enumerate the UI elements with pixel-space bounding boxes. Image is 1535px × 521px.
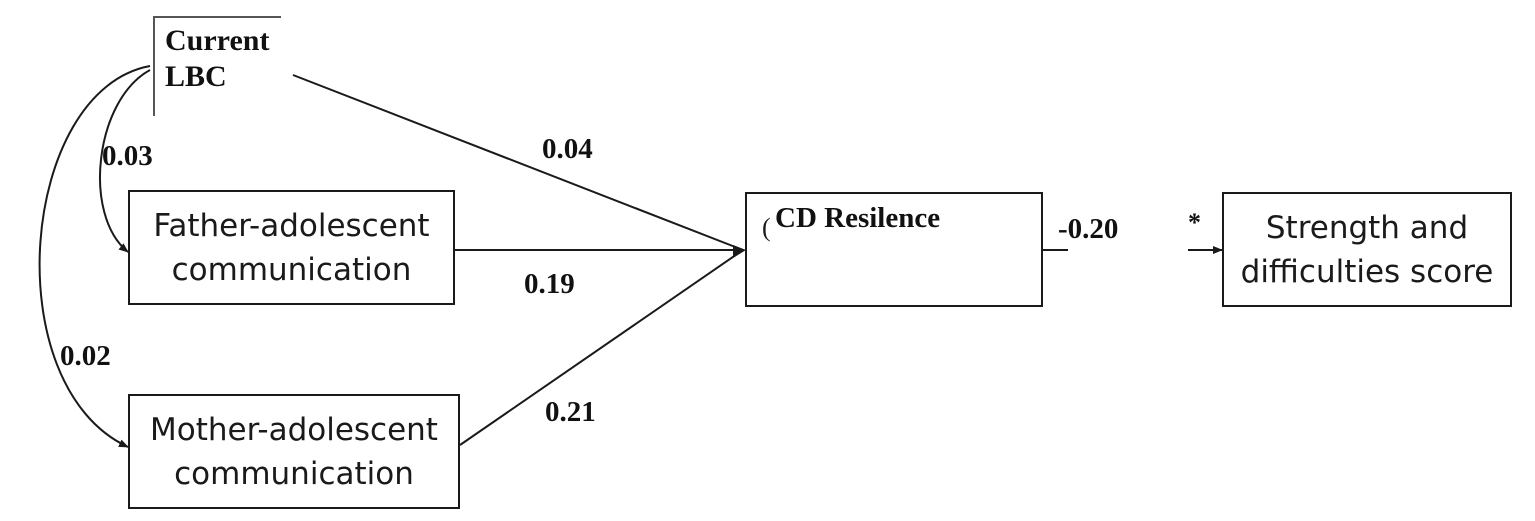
coef-father-resilience: 0.19 xyxy=(524,268,575,300)
sdq-label-line1: Strength and xyxy=(1265,209,1469,246)
father-label-line1: Father-adolescent xyxy=(153,207,430,244)
node-current-lbc: Current LBC xyxy=(153,16,281,116)
sdq-label-line2: difficulties score xyxy=(1240,253,1494,290)
coef-resilience-sdq-significance: * xyxy=(1188,208,1201,237)
node-mother-communication: Mother-adolescent communication xyxy=(128,394,460,509)
mother-label-line2: communication xyxy=(174,455,414,492)
path-mother-to-resilience xyxy=(459,249,744,446)
path-lbc-to-resilience xyxy=(292,74,744,251)
node-father-communication: Father-adolescent communication xyxy=(128,190,455,305)
lbc-label-line2: LBC xyxy=(165,60,227,93)
node-strength-difficulties: Strength and difficulties score xyxy=(1222,192,1512,307)
path-lbc-to-mother xyxy=(38,65,151,448)
node-cd-resilience: CD Resilence xyxy=(745,192,1043,307)
father-label-line2: communication xyxy=(171,251,412,288)
coef-mother-resilience: 0.21 xyxy=(545,396,596,428)
lbc-label-line1: Current xyxy=(165,24,270,57)
coef-lbc-father: 0.03 xyxy=(102,140,153,172)
path-lbc-to-father xyxy=(99,69,151,253)
arrowhead-resilience xyxy=(733,245,746,258)
mother-label-line1: Mother-adolescent xyxy=(150,411,438,448)
coef-resilience-sdq: -0.20 xyxy=(1058,213,1119,245)
cd-paren-glyph: ( xyxy=(762,213,771,242)
resilience-label: CD Resilence xyxy=(775,202,941,234)
coef-lbc-resilience: 0.04 xyxy=(542,133,593,165)
coef-lbc-mother: 0.02 xyxy=(60,340,111,372)
